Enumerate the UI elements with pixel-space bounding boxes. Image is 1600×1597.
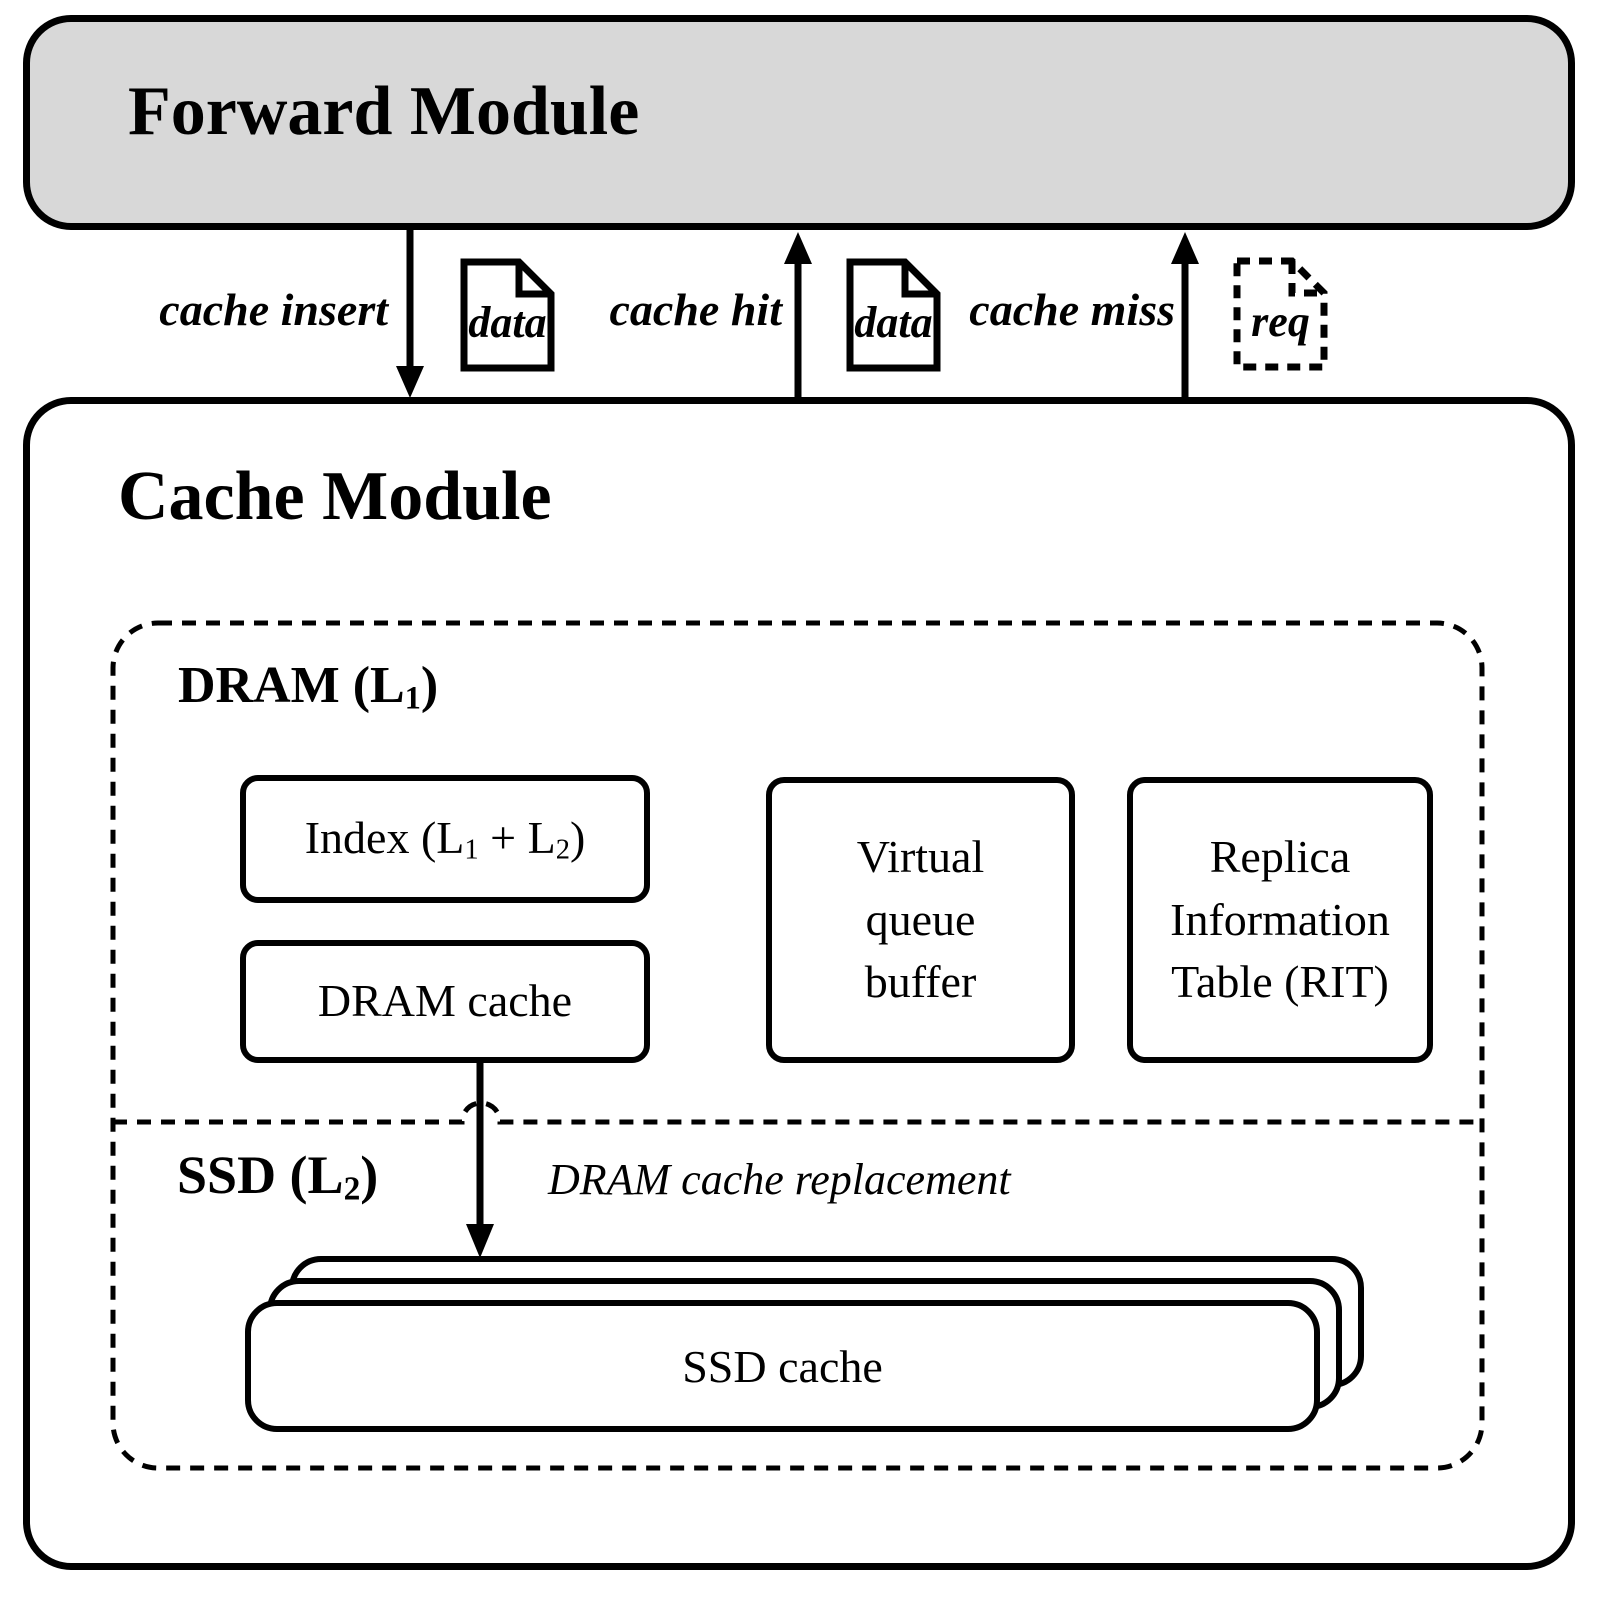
cache-insert-label: cache insert [159,284,388,335]
index-label-sub2: 2 [555,834,570,866]
vqb-label-line2: queue [865,893,976,945]
cache-miss-arrow [1171,232,1199,397]
rit-label-line2: Information [1170,893,1390,945]
dram-heading-text: DRAM (L [178,657,405,714]
virtual-queue-buffer-box: Virtual queue buffer [766,777,1075,1063]
rit-box: Replica Information Table (RIT) [1127,777,1433,1063]
vqb-label-line3: buffer [864,956,977,1008]
forward-module-title: Forward Module [128,73,640,150]
dram-cache-box-label: DRAM cache [317,975,573,1027]
data-document-label-hit: data [854,298,933,347]
vqb-label-line1: Virtual [856,831,985,883]
rit-label-line3: Table (RIT) [1171,956,1389,1008]
cache-hit-label: cache hit [609,284,782,335]
cache-module-title: Cache Module [118,458,552,535]
cache-hit-arrow [784,232,812,397]
ssd-cache-stack-front: SSD cache [245,1300,1320,1432]
dram-cache-replacement-label: DRAM cache replacement [548,1155,1011,1204]
ssd-section-heading: SSD (L2) [177,1148,378,1206]
index-label-suffix: ) [569,812,586,864]
dram-ssd-divider [113,1100,1482,1125]
dram-ssd-container [110,620,1485,1471]
dram-cache-box: DRAM cache [240,940,650,1063]
index-box-label: Index (L1 + L2) [305,807,586,870]
req-document-label: req [1251,297,1310,346]
index-box: Index (L1 + L2) [240,775,650,903]
index-label-sub1: 1 [464,834,479,866]
dram-section-heading: DRAM (L1) [178,660,438,714]
cache-miss-label: cache miss [969,284,1175,335]
data-document-icon-insert: data [460,258,555,372]
index-label-text: Index (L [304,812,465,864]
ssd-heading-subscript: 2 [343,1170,361,1208]
data-document-icon-hit: data [846,258,941,372]
dram-heading-suffix: ) [420,657,439,714]
ssd-cache-label: SSD cache [682,1340,883,1392]
forward-module-box: Forward Module [23,15,1575,230]
cache-insert-arrow [396,230,424,398]
rit-label-line1: Replica [1209,831,1351,883]
ssd-heading-suffix: ) [360,1145,379,1205]
index-label-mid: + L [478,812,556,864]
ssd-heading-text: SSD (L [177,1145,344,1205]
data-document-label-insert: data [468,298,547,347]
dram-cache-replacement-arrow [466,1063,494,1258]
dram-heading-subscript: 1 [404,679,421,716]
req-document-icon: req [1233,257,1328,371]
